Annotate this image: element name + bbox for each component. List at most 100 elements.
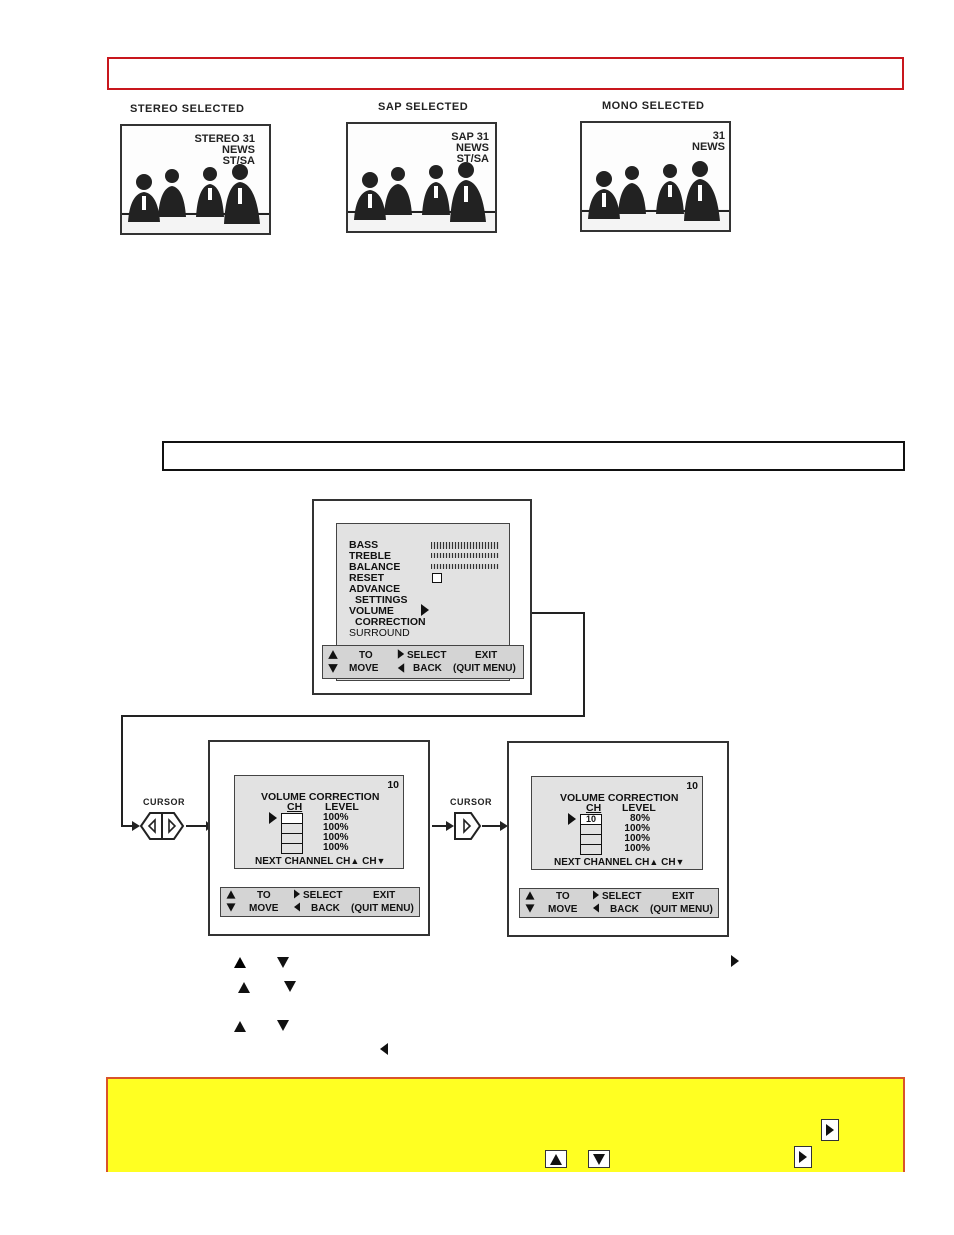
vc-col-level: LEVEL	[325, 801, 359, 813]
menu-item-balance[interactable]: BALANCE	[349, 561, 401, 573]
left-key-icon	[376, 1039, 392, 1059]
tv-screen-stereo: STEREO 31 NEWS ST/SA	[120, 124, 271, 235]
right-arrow-icon	[397, 649, 405, 659]
next-channel-label: NEXT CHANNEL CH	[255, 856, 351, 867]
menu-item-settings[interactable]: SETTINGS	[355, 594, 408, 606]
audio-menu-nav: TO MOVE SELECT BACK EXIT (QUIT MENU)	[322, 645, 524, 679]
right-key-icon	[794, 1146, 812, 1168]
down-key-icon	[272, 1016, 294, 1034]
nav-select: SELECT	[303, 890, 343, 901]
nav-exit: EXIT	[475, 650, 498, 661]
ch-cell[interactable]	[580, 835, 602, 845]
vc-title: VOLUME CORRECTION	[560, 792, 679, 804]
osd-line: STEREO 31	[194, 133, 255, 145]
nav-to: TO	[359, 650, 373, 661]
news-anchors-illustration	[582, 161, 729, 230]
cursor-label: CURSOR	[143, 797, 186, 807]
nav-to: TO	[556, 891, 570, 902]
tv-caption-mono: MONO SELECTED	[602, 100, 705, 112]
right-arrow-icon	[294, 889, 300, 899]
audio-menu-frame: BASS TREBLE BALANCE RESET ADVANCE SETTIN…	[312, 499, 532, 695]
ch-list	[281, 813, 303, 854]
nav-to: TO	[257, 890, 271, 901]
down-arrow-icon	[328, 664, 338, 673]
up-key-icon	[233, 978, 255, 996]
news-anchors-illustration	[122, 164, 269, 233]
reset-checkbox[interactable]	[432, 573, 442, 583]
up-arrow-icon	[226, 890, 236, 899]
vc-left-screen: 10 VOLUME CORRECTION CH LEVEL 100% 100% …	[234, 775, 404, 869]
left-arrow-icon	[397, 663, 405, 673]
nav-select: SELECT	[407, 650, 447, 661]
right-key-icon	[727, 951, 743, 971]
ch-label: CH	[362, 856, 377, 867]
osd-line: 31	[712, 130, 725, 142]
menu-item-treble[interactable]: TREBLE	[349, 550, 391, 562]
ch-cell[interactable]	[580, 825, 602, 835]
ch-cell[interactable]	[281, 834, 303, 844]
nav-quit: (QUIT MENU)	[351, 903, 414, 914]
menu-item-correction[interactable]: CORRECTION	[355, 616, 426, 628]
level-value: 100%	[624, 843, 650, 854]
top-heading-bar	[107, 57, 904, 90]
bass-slider[interactable]	[431, 542, 499, 549]
ch-cell[interactable]: 10	[580, 814, 602, 825]
row-selector-icon	[568, 813, 576, 825]
ch-cell[interactable]	[281, 813, 303, 824]
nav-quit: (QUIT MENU)	[650, 904, 713, 915]
tv-screen-sap: SAP 31 NEWS ST/SA	[346, 122, 497, 233]
nav-select: SELECT	[602, 891, 642, 902]
up-key-icon	[545, 1150, 567, 1168]
tv-caption-sap: SAP SELECTED	[378, 101, 469, 113]
cursor-button-left-right[interactable]	[138, 811, 186, 841]
vc-title: VOLUME CORRECTION	[261, 791, 380, 803]
note-box	[106, 1077, 905, 1172]
osd-line: NEWS	[692, 141, 725, 153]
menu-item-bass[interactable]: BASS	[349, 539, 379, 551]
vc-left-nav: TO MOVE SELECT BACK EXIT (QUIT MENU)	[220, 887, 420, 917]
nav-back: BACK	[610, 904, 639, 915]
left-arrow-icon	[294, 902, 300, 912]
vc-col-ch: CH	[586, 802, 602, 814]
right-arrow-icon	[593, 890, 599, 900]
treble-slider[interactable]	[431, 553, 499, 558]
vc-right-screen: 10 VOLUME CORRECTION CH LEVEL 10 80% 100…	[531, 776, 703, 870]
right-key-icon	[821, 1119, 839, 1141]
level-value: 100%	[323, 832, 349, 843]
osd-line: SAP 31	[451, 131, 489, 143]
menu-item-volume[interactable]: VOLUME	[349, 605, 394, 617]
row-selector-icon	[269, 812, 277, 824]
tv-caption-stereo: STEREO SELECTED	[130, 103, 245, 115]
vc-col-ch: CH	[287, 801, 303, 813]
nav-exit: EXIT	[672, 891, 695, 902]
ch-cell[interactable]	[580, 845, 602, 855]
nav-move: MOVE	[349, 663, 379, 674]
ch-cell[interactable]	[281, 844, 303, 854]
nav-quit: (QUIT MENU)	[453, 663, 516, 674]
menu-item-advance[interactable]: ADVANCE	[349, 583, 401, 595]
selection-arrow-icon	[421, 604, 429, 616]
level-value: 80%	[629, 813, 650, 824]
cursor-label: CURSOR	[450, 797, 493, 807]
menu-item-surround[interactable]: SURROUND	[349, 627, 410, 639]
ch-cell[interactable]	[281, 824, 303, 834]
nav-move: MOVE	[249, 903, 279, 914]
level-value: 100%	[323, 822, 349, 833]
menu-item-reset[interactable]: RESET	[349, 572, 385, 584]
ch-label: CH	[661, 857, 676, 868]
up-arrow-icon	[328, 650, 338, 659]
vc-footer: NEXT CHANNEL CH▲ CH▼	[554, 857, 685, 868]
volume-correction-left-frame: 10 VOLUME CORRECTION CH LEVEL 100% 100% …	[208, 740, 430, 936]
vc-col-level: LEVEL	[622, 802, 656, 814]
osd-line: ST/SA	[456, 153, 489, 165]
osd-line: NEWS	[456, 142, 489, 154]
tv-screen-mono: 31 NEWS	[580, 121, 731, 232]
down-key-icon	[272, 953, 294, 971]
down-key-icon	[279, 977, 301, 995]
vc-right-nav: TO MOVE SELECT BACK EXIT (QUIT MENU)	[519, 888, 719, 918]
osd-line: ST/SA	[222, 155, 255, 167]
cursor-button-right[interactable]	[453, 811, 483, 841]
down-arrow-icon	[226, 903, 236, 912]
balance-slider[interactable]	[431, 564, 499, 569]
